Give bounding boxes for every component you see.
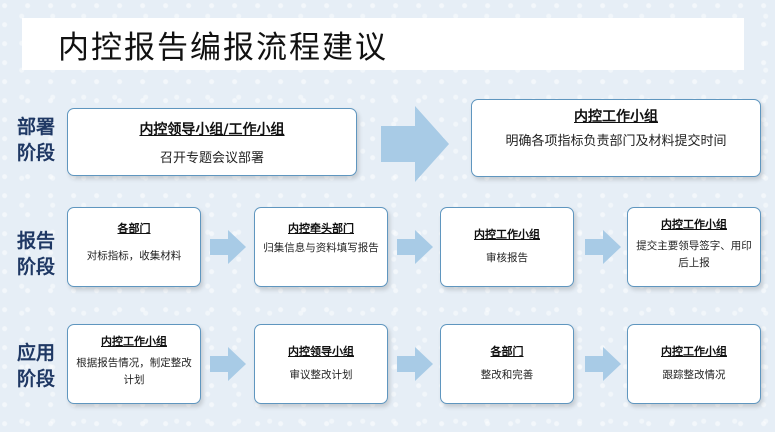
report-step-4-head: 内控工作小组: [661, 218, 727, 231]
arrow-apply-1: [210, 347, 246, 381]
report-step-2: 内控牵头部门 归集信息与资料填写报告: [254, 207, 388, 287]
arrow-report-1: [210, 230, 246, 264]
apply-step-3-head: 各部门: [490, 345, 524, 358]
deploy-step-1-desc: 召开专题会议部署: [159, 151, 264, 166]
report-step-1-head: 各部门: [117, 222, 151, 235]
report-step-3-desc: 审核报告: [486, 252, 528, 264]
apply-step-1: 内控工作小组 根据报告情况，制定整改计划: [67, 324, 201, 404]
apply-step-4-desc: 跟踪整改情况: [662, 369, 726, 381]
apply-step-1-desc: 根据报告情况，制定整改计划: [76, 357, 192, 386]
apply-step-3: 各部门 整改和完善: [440, 324, 574, 404]
apply-step-2: 内控领导小组 审议整改计划: [254, 324, 388, 404]
big-arrow: [381, 106, 449, 182]
deploy-step-2-head: 内控工作小组: [574, 109, 658, 125]
deploy-step-2: 内控工作小组 明确各项指标负责部门及材料提交时间: [471, 99, 761, 177]
deploy-step-2-desc: 明确各项指标负责部门及材料提交时间: [505, 134, 727, 149]
arrow-apply-3: [585, 347, 621, 381]
title-banner: 内控报告编报流程建议: [22, 18, 744, 70]
apply-step-3-desc: 整改和完善: [480, 369, 534, 381]
report-step-1-desc: 对标指标，收集材料: [86, 250, 182, 262]
apply-step-2-head: 内控领导小组: [288, 345, 354, 358]
arrow-report-2: [397, 230, 433, 264]
report-step-3: 内控工作小组 审核报告: [440, 207, 574, 287]
report-step-4: 内控工作小组 提交主要领导签字、用印后上报: [627, 207, 761, 287]
apply-step-4-head: 内控工作小组: [661, 345, 727, 358]
report-step-2-head: 内控牵头部门: [288, 222, 354, 235]
apply-step-1-head: 内控工作小组: [101, 335, 167, 348]
apply-step-2-desc: 审议整改计划: [289, 369, 353, 381]
stage-label-deploy: 部署阶段: [16, 116, 55, 164]
apply-step-4: 内控工作小组 跟踪整改情况: [627, 324, 761, 404]
arrow-apply-2: [397, 347, 433, 381]
page-title: 内控报告编报流程建议: [58, 30, 388, 66]
stage-label-report: 报告阶段: [16, 230, 55, 278]
deploy-step-1: 内控领导小组/工作小组 召开专题会议部署: [67, 108, 357, 176]
report-step-1: 各部门 对标指标，收集材料: [67, 207, 201, 287]
deploy-step-1-head: 内控领导小组/工作小组: [139, 122, 285, 138]
report-step-2-desc: 归集信息与资料填写报告: [263, 242, 379, 254]
arrow-report-3: [585, 230, 621, 264]
report-step-4-desc: 提交主要领导签字、用印后上报: [636, 240, 752, 269]
stage-label-apply: 应用阶段: [16, 342, 55, 390]
report-step-3-head: 内控工作小组: [474, 228, 540, 241]
